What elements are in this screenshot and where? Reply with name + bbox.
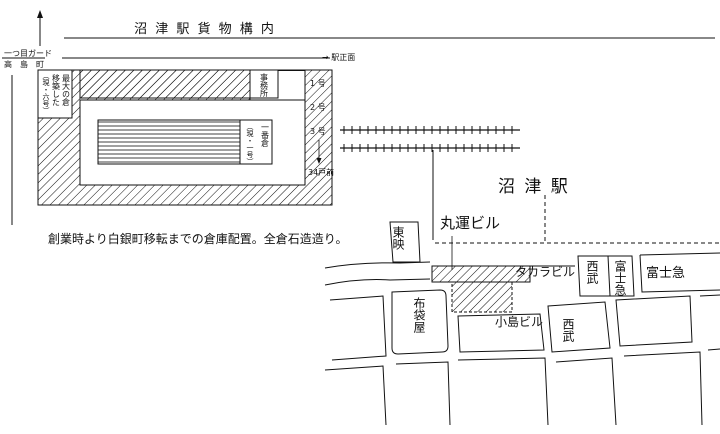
moved-warehouse-note-2: 移築した xyxy=(52,73,61,106)
rail-track-lower xyxy=(340,144,520,152)
moved-warehouse-note-3: （現・六号） xyxy=(42,72,50,114)
toei-label: 東映 xyxy=(391,226,405,251)
block-right-1 xyxy=(547,301,611,353)
fujikyu-block-right xyxy=(639,252,720,293)
nunoya-label: 布袋屋 xyxy=(412,297,426,334)
bay-arrowhead-icon xyxy=(316,158,322,164)
fujikyu-label-2: 富士急 xyxy=(646,265,685,281)
seibu-fujikyu-block xyxy=(577,255,635,297)
bottom-map: 沼 津 駅 丸運ビル 東映 タカラビル 西武 富士急 富士急 小島ビル 西武 布… xyxy=(324,150,720,426)
north-arrow-head-icon xyxy=(37,10,43,18)
kojima-building-label: 小島ビル xyxy=(495,314,543,329)
top-map: 沼 津 駅 貨 物 構 内 一つ目ガード 高 島 町 → 駅正面 最大の倉 移築… xyxy=(2,10,715,225)
seibu-label-1: 西武 xyxy=(585,260,599,284)
seibu-label-2: 西武 xyxy=(561,318,575,342)
fujikyu-label-1: 富士急 xyxy=(613,259,627,296)
block-mid-1 xyxy=(395,361,451,426)
toei-block xyxy=(389,221,421,263)
takara-building-label: タカラビル xyxy=(515,265,575,279)
moved-warehouse-note-1: 最大の倉 xyxy=(62,74,71,107)
main-street-south-edge xyxy=(324,278,431,286)
office-label: 事務所 xyxy=(260,72,269,98)
block-mid-3 xyxy=(457,357,549,426)
block-far-right xyxy=(699,294,720,351)
block-right-3 xyxy=(615,295,693,347)
map-caption: 創業時より白銀町移転までの倉庫配置。全倉石造造り。 xyxy=(48,232,348,246)
bay-label-3: 3 号 xyxy=(310,127,326,136)
bay-label-1: 1 号 xyxy=(310,79,326,88)
station-label: 沼 津 駅 xyxy=(498,177,570,197)
first-warehouse-label: 一番倉 xyxy=(261,123,270,148)
seibu-fujikyu-divider xyxy=(607,255,611,297)
first-warehouse-note: （現・一号） xyxy=(246,123,254,165)
moved-warehouse-box xyxy=(37,69,73,119)
block-right-4 xyxy=(623,351,703,426)
district-label: 高 島 町 xyxy=(4,59,44,69)
block-mid-2 xyxy=(457,313,545,353)
bay-label-2: 2 号 xyxy=(310,103,326,112)
station-front-label: → 駅正面 xyxy=(322,53,355,62)
main-street-north-edge xyxy=(324,261,431,269)
nunoya-block xyxy=(391,289,449,355)
bay-last-label: 34戸前 xyxy=(308,167,334,177)
block-left-2 xyxy=(324,365,387,426)
maruun-building-lower xyxy=(451,281,513,313)
maruun-building-label: 丸運ビル xyxy=(440,214,500,232)
guard-label: 一つ目ガード xyxy=(4,48,52,58)
upper-yard-strip xyxy=(79,69,251,99)
block-right-2 xyxy=(555,357,617,426)
office-box xyxy=(249,69,279,99)
first-warehouse xyxy=(97,119,241,165)
top-map-title: 沼 津 駅 貨 物 構 内 xyxy=(134,21,276,37)
first-warehouse-label-box xyxy=(239,119,273,165)
block-left-1 xyxy=(329,295,387,361)
rail-track-upper xyxy=(340,126,520,134)
